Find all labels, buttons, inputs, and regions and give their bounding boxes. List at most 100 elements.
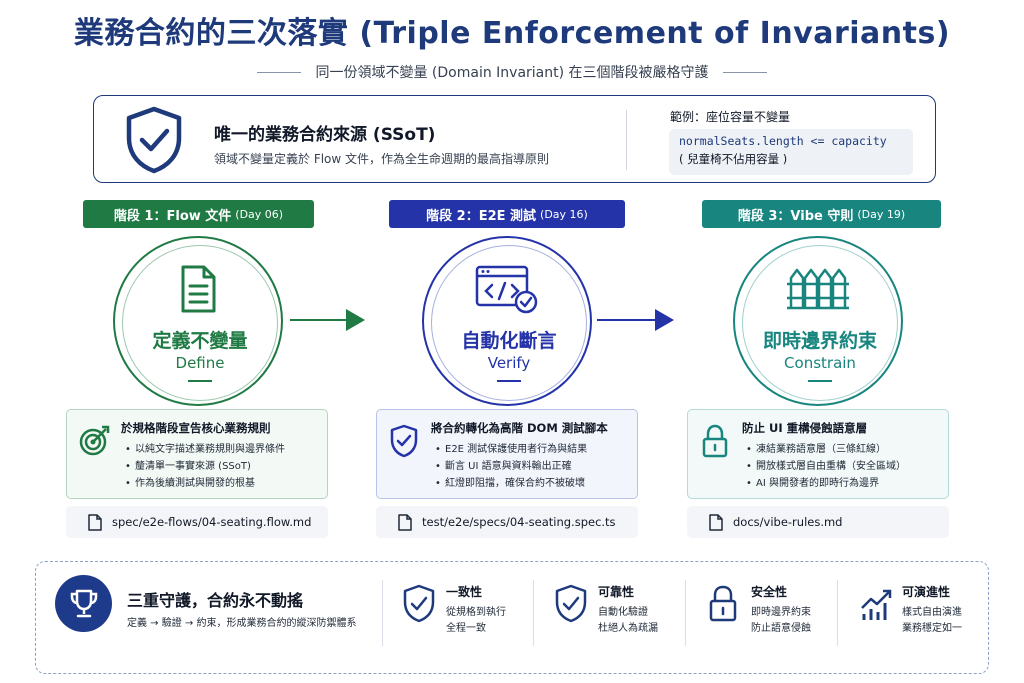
stage-1-name-en: Define (175, 354, 225, 372)
document-icon (181, 265, 216, 313)
example-code: normalSeats.length <= capacity (679, 134, 887, 148)
stage-1-circle: 定義不變量 Define (113, 236, 283, 406)
stage-3-circle: 即時邊界約束 Constrain (733, 236, 903, 406)
stage-2-file-path: test/e2e/specs/04-seating.spec.ts (422, 515, 616, 529)
stage-3-day: (Day 19) (857, 207, 906, 221)
feature-1-line-2: 全程一致 (446, 623, 486, 634)
lock-icon (709, 585, 737, 622)
feature-4-line-1: 樣式自由演進 (902, 607, 962, 618)
summary-description: 定義 → 驗證 → 約束，形成業務合約的縱深防禦體系 (127, 618, 357, 629)
stage-3-bar (808, 380, 832, 382)
stage-3-card: 防止 UI 重構侵蝕語意層 凍結業務語意層（三條紅線） 開放樣式層自由重構（安全… (687, 409, 949, 499)
stage-3-bullet-2: 開放樣式層自由重構（安全區域） (746, 458, 906, 475)
summary-separator (382, 580, 383, 646)
ssot-divider (626, 110, 627, 170)
subtitle: 同一份領域不變量 (Domain Invariant) 在三個階段被嚴格守護 (315, 65, 709, 81)
stage-1-bullet-2: 釐清單一事實來源 (SSoT) (125, 458, 285, 475)
stage-2-name-cn: 自動化斷言 (461, 330, 557, 352)
fence-icon (787, 268, 849, 310)
stage-3-bullet-1: 凍結業務語意層（三條紅線） (746, 441, 906, 458)
feature-4-line-2: 業務穩定如一 (902, 623, 962, 634)
stage-2-badge-label: 階段 2：E2E 測試 (426, 208, 537, 224)
feature-2-line-1: 自動化驗證 (598, 607, 648, 618)
summary-separator (685, 580, 686, 646)
stage-1-bullet-3: 作為後續測試與開發的根基 (125, 475, 285, 492)
stage-1-circle-inner (122, 245, 278, 401)
arrow-right-icon (597, 309, 674, 331)
stage-1-bullet-1: 以純文字描述業務規則與邊界條件 (125, 441, 285, 458)
file-icon (398, 513, 412, 531)
stage-3-bullets: 凍結業務語意層（三條紅線） 開放樣式層自由重構（安全區域） AI 與開發者的即時… (746, 441, 906, 492)
stage-3-bullet-3: AI 與開發者的即時行為邊界 (746, 475, 906, 492)
shield-check-icon (403, 584, 435, 623)
stage-1-day: (Day 06) (235, 207, 284, 221)
stage-2-circle: 自動化斷言 Verify (422, 236, 592, 406)
stage-2-card-title: 將合約轉化為高階 DOM 測試腳本 (431, 421, 608, 435)
subtitle-row: 同一份領域不變量 (Domain Invariant) 在三個階段被嚴格守護 (0, 62, 1024, 82)
stage-2-bullet-1: E2E 測試保護使用者行為與結果 (435, 441, 587, 458)
stage-1-bullets: 以純文字描述業務規則與邊界條件 釐清單一事實來源 (SSoT) 作為後續測試與開… (125, 441, 285, 492)
stage-1-file-path: spec/e2e-flows/04-seating.flow.md (112, 515, 312, 529)
feature-1-line-1: 從規格到執行 (446, 607, 506, 618)
stage-1-card: 於規格階段宣告核心業務規則 以純文字描述業務規則與邊界條件 釐清單一事實來源 (… (66, 409, 328, 499)
stage-2-badge: 階段 2：E2E 測試 (Day 16) (389, 200, 625, 228)
target-icon (79, 425, 110, 456)
file-icon (709, 513, 723, 531)
trophy-icon (55, 575, 112, 632)
stage-3-file-path: docs/vibe-rules.md (733, 515, 843, 529)
stage-2-circle-inner (431, 245, 587, 401)
ssot-description: 領域不變量定義於 Flow 文件，作為全生命週期的最高指導原則 (214, 152, 550, 166)
stage-3-badge-label: 階段 3：Vibe 守則 (737, 208, 854, 224)
stage-2-card: 將合約轉化為高階 DOM 測試腳本 E2E 測試保護使用者行為與結果 斷言 UI… (376, 409, 638, 499)
stage-3-name-en: Constrain (784, 354, 856, 372)
feature-2-line-2: 杜絕人為疏漏 (598, 623, 658, 634)
feature-4-desc: 樣式自由演進 業務穩定如一 (902, 605, 962, 637)
feature-1-desc: 從規格到執行 全程一致 (446, 605, 506, 637)
stage-3-file: docs/vibe-rules.md (687, 506, 949, 538)
stage-3-badge: 階段 3：Vibe 守則 (Day 19) (702, 200, 941, 228)
stage-1-name-cn: 定義不變量 (152, 330, 248, 352)
subtitle-rule-left (257, 71, 302, 73)
arrow-right-icon (290, 309, 365, 331)
feature-1-title: 一致性 (446, 585, 483, 599)
feature-3-title: 安全性 (751, 585, 788, 599)
page-title: 業務合約的三次落實 (Triple Enforcement of Invaria… (73, 16, 951, 51)
feature-2-desc: 自動化驗證 杜絕人為疏漏 (598, 605, 658, 637)
feature-3-line-1: 即時邊界約束 (751, 607, 811, 618)
summary-title: 三重守護，合約永不動搖 (127, 591, 304, 610)
stage-3-card-title: 防止 UI 重構侵蝕語意層 (742, 421, 868, 435)
stage-1-file: spec/e2e-flows/04-seating.flow.md (66, 506, 328, 538)
stage-1-card-title: 於規格階段宣告核心業務規則 (121, 421, 271, 435)
stage-2-bullets: E2E 測試保護使用者行為與結果 斷言 UI 語意與資料輸出正確 紅燈即阻擋，確… (435, 441, 587, 492)
feature-3-line-2: 防止語意侵蝕 (751, 623, 811, 634)
feature-2-title: 可靠性 (598, 585, 635, 599)
code-check-icon (475, 265, 538, 314)
lock-icon (702, 424, 728, 458)
stage-2-bullet-2: 斷言 UI 語意與資料輸出正確 (435, 458, 587, 475)
stage-3-circle-inner (742, 245, 898, 401)
ssot-panel: 唯一的業務合約來源 (SSoT) 領域不變量定義於 Flow 文件，作為全生命週… (93, 95, 936, 183)
growth-chart-icon (861, 589, 892, 620)
summary-panel: 三重守護，合約永不動搖 定義 → 驗證 → 約束，形成業務合約的縱深防禦體系 一… (35, 561, 989, 674)
stage-2-bar (497, 380, 521, 382)
ssot-title: 唯一的業務合約來源 (SSoT) (214, 125, 436, 145)
subtitle-rule-right (722, 71, 767, 73)
stage-2-day: (Day 16) (540, 207, 588, 221)
example-label: 範例：座位容量不變量 (670, 110, 791, 124)
summary-separator (837, 580, 838, 646)
summary-separator (533, 580, 534, 646)
stage-1-bar (188, 380, 212, 382)
feature-4-title: 可演進性 (902, 585, 951, 599)
stage-2-file: test/e2e/specs/04-seating.spec.ts (376, 506, 638, 538)
example-note: ( 兒童椅不佔用容量 ) (679, 152, 788, 166)
stage-2-bullet-3: 紅燈即阻擋，確保合約不被破壞 (435, 475, 587, 492)
stage-3-name-cn: 即時邊界約束 (762, 330, 877, 352)
stage-2-name-en: Verify (487, 354, 531, 372)
stage-1-badge: 階段 1：Flow 文件 (Day 06) (83, 200, 314, 228)
shield-check-icon (555, 584, 587, 623)
example-box: normalSeats.length <= capacity ( 兒童椅不佔用容… (669, 129, 913, 175)
stage-1-badge-label: 階段 1：Flow 文件 (113, 208, 232, 224)
shield-check-icon (126, 106, 182, 174)
feature-3-desc: 即時邊界約束 防止語意侵蝕 (751, 605, 811, 637)
file-icon (88, 513, 102, 531)
